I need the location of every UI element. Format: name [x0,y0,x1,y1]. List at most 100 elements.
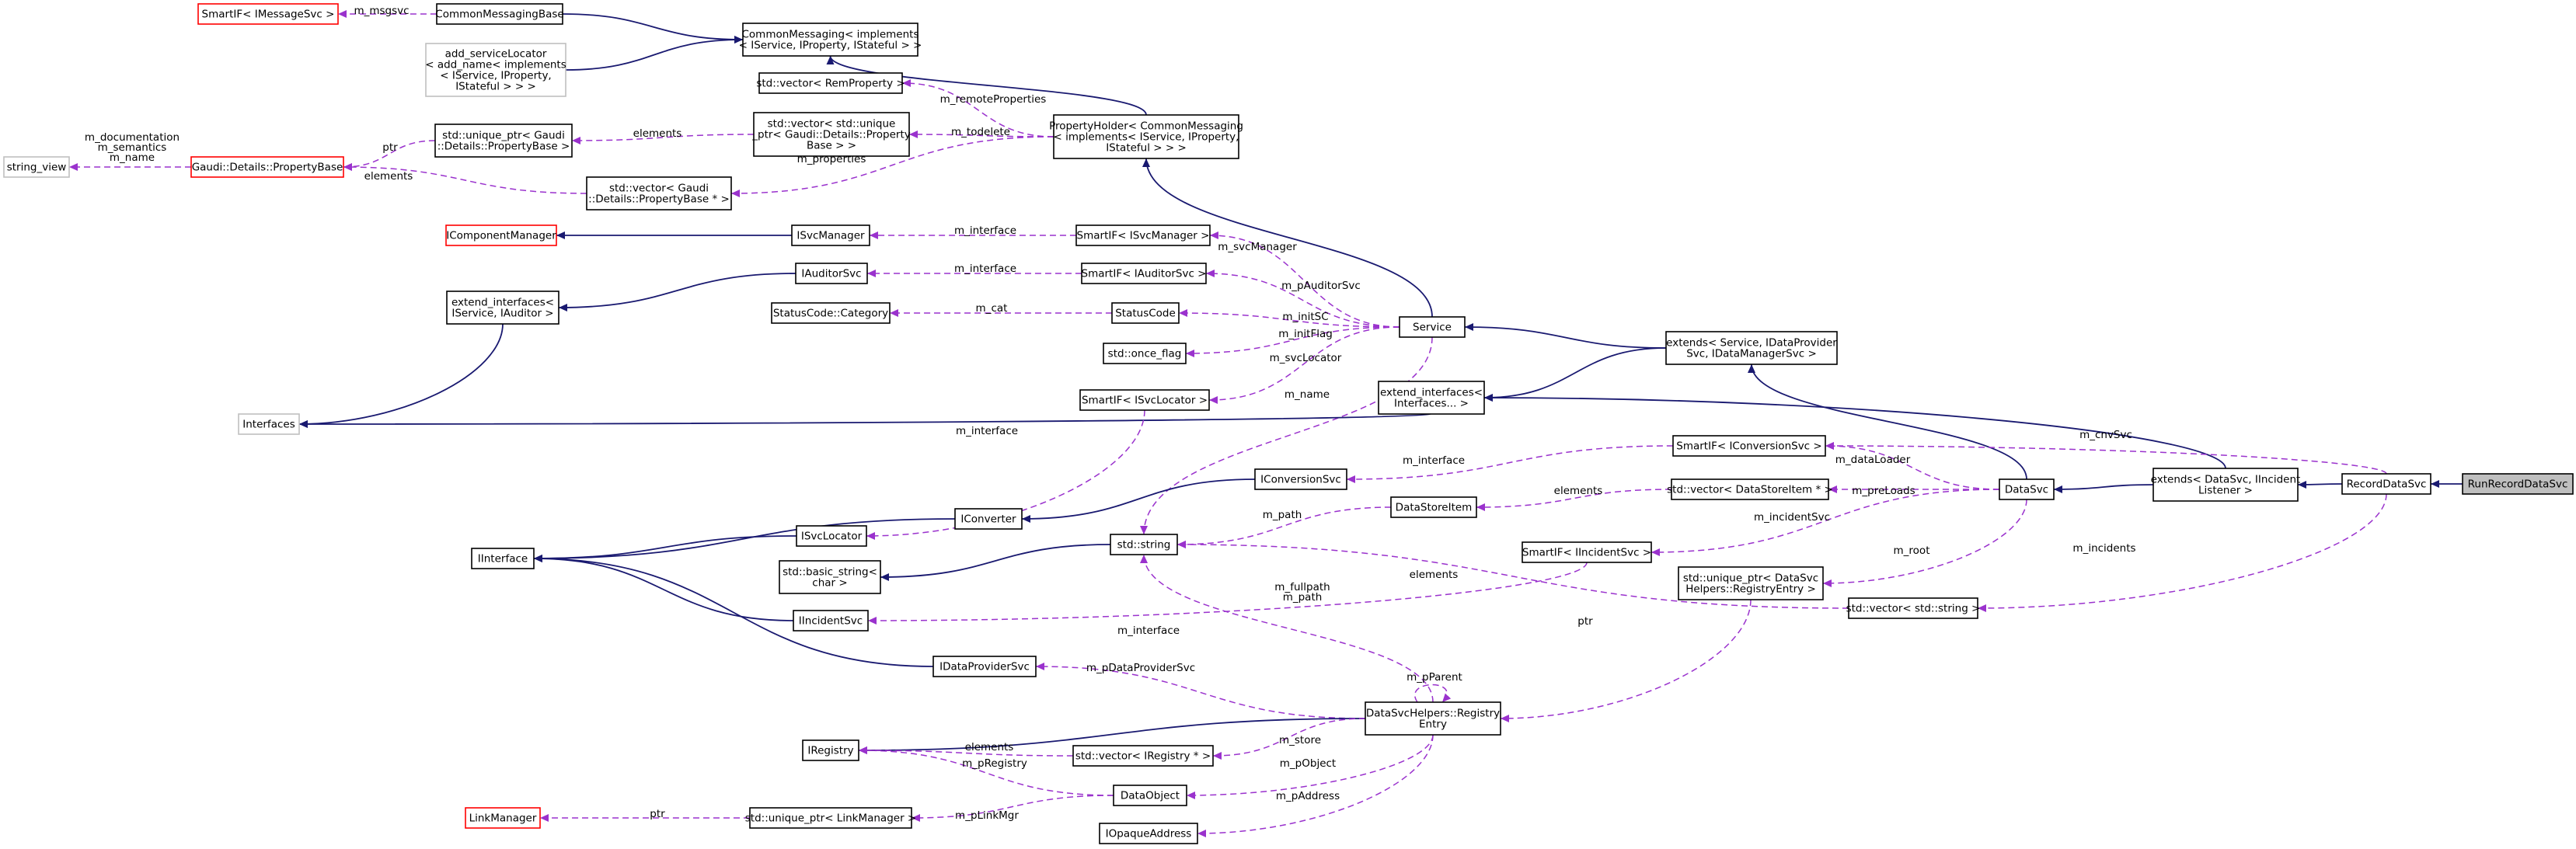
edge-label-line: m_interface [956,425,1018,437]
edge-label-m-interface-inc: m_interface [1117,625,1180,637]
class-node-smartif-imsg[interactable]: SmartIF< IMessageSvc > [197,3,339,25]
class-node-std-string[interactable]: std::string [1110,534,1178,555]
class-node-label: IAuditorSvc [801,268,861,280]
class-node-dataobject[interactable]: DataObject [1113,785,1187,806]
class-node-recorddatasvc[interactable]: RecordDataSvc [2341,473,2431,495]
class-node-interfaces[interactable]: Interfaces [238,413,300,435]
class-node-label: ISvcLocator [801,531,863,543]
class-node-label: std::vector< Gaudi [609,183,709,195]
class-node-vec-pb-ptr[interactable]: std::vector< Gaudi::Details::PropertyBas… [586,176,732,211]
class-node-registryentry[interactable]: DataSvcHelpers::RegistryEntry [1365,701,1501,736]
usage-edge-smartif_isvclocator-to-isvclocator [866,409,1145,540]
usage-edge-propertyholder-to-vec_remproperty [901,79,1054,137]
class-node-label: char > [812,577,847,590]
class-node-box [742,23,919,57]
class-node-statuscode[interactable]: StatusCode [1111,302,1180,324]
class-node-vec-remproperty[interactable]: std::vector< RemProperty > [756,72,905,94]
usage-edge-registryentry-to-vec_iregistry [1212,718,1366,760]
class-node-label: SmartIF< ISvcManager > [1077,230,1210,242]
edge-label-line: m_remoteProperties [940,93,1047,106]
class-node-icomponentmanager[interactable]: IComponentManager [445,224,557,246]
class-node-smartif-iconversionsvc[interactable]: SmartIF< IConversionSvc > [1672,435,1826,457]
usage-edge-smartif_iconversionsvc-to-iconversionsvc [1346,445,1674,483]
edge-label-line: m_pDataProviderSvc [1086,662,1195,674]
class-node-statuscode-category[interactable]: StatusCode::Category [771,302,891,324]
class-node-basic-string[interactable]: std::basic_string<char > [779,560,881,594]
edge-label-elements-vs: elements [1410,569,1459,581]
class-node-iinterface[interactable]: IInterface [471,548,535,569]
class-node-vec-string[interactable]: std::vector< std::string > [1846,597,1981,619]
usage-edge-service-to-smartif_iauditorsvc [1205,270,1400,328]
class-node-string-view[interactable]: string_view [3,156,70,178]
class-node-extends-service[interactable]: extends< Service, IDataProviderSvc, IDat… [1665,331,1838,365]
class-node-datasvc[interactable]: DataSvc [1999,478,2055,500]
usage-edge-uniqueptr_registryentry-to-registryentry [1500,599,1752,722]
class-node-iconverter[interactable]: IConverter [954,508,1023,530]
edge-label-line: m_pParent [1407,671,1462,684]
class-node-vec-uniqueptr-pb[interactable]: std::vector< std::unique_ptr< Gaudi::Det… [751,112,911,157]
class-node-label: std::unique_ptr< LinkManager > [745,812,916,825]
class-node-isvclocator[interactable]: ISvcLocator [796,525,867,547]
class-node-box [445,224,557,246]
usage-edge-service-to-smartif_isvclocator [1208,326,1400,404]
class-node-idataprovidersvc[interactable]: IDataProviderSvc [932,656,1037,677]
class-node-label: IConversionSvc [1260,474,1341,486]
class-node-label: IOpaqueAddress [1106,828,1192,840]
usage-edge-registryentry-to-registryentry [1414,684,1452,703]
class-node-box [1111,302,1180,324]
class-node-uniqueptr-linkmanager[interactable]: std::unique_ptr< LinkManager > [745,807,916,829]
class-node-uniqueptr-pb[interactable]: std::unique_ptr< Gaudi::Details::Propert… [434,124,573,158]
edge-label-line: m_cnvSvc [2079,429,2132,441]
class-node-runrecorddatasvc[interactable]: RunRecordDataSvc [2462,473,2574,495]
edge-label-line: m_pRegistry [962,757,1027,770]
class-node-uniqueptr-registryentry[interactable]: std::unique_ptr< DataSvcHelpers::Registr… [1678,566,1824,600]
class-node-iconversionsvc[interactable]: IConversionSvc [1254,468,1347,490]
class-node-extend-interfaces-dots[interactable]: extend_interfaces<Interfaces... > [1378,381,1485,415]
class-node-smartif-isvclocator[interactable]: SmartIF< ISvcLocator > [1079,389,1210,411]
class-node-smartif-iincidentsvc[interactable]: SmartIF< IIncidentSvc > [1522,541,1652,563]
edge-label-line: m_preLoads [1852,485,1915,497]
usage-edge-datastoreitem-to-std_string [1176,506,1392,548]
class-node-label: IConverter [960,513,1016,526]
class-node-box [932,656,1037,677]
edge-label-line: m_cat [976,302,1008,315]
class-node-smartif-isvcmanager[interactable]: SmartIF< ISvcManager > [1075,224,1211,246]
class-node-commonmessagingbase[interactable]: CommonMessagingBase [435,3,564,25]
class-node-label: Interfaces... > [1394,398,1469,410]
class-node-once-flag[interactable]: std::once_flag [1103,343,1187,364]
class-node-linkmanager[interactable]: LinkManager [465,807,541,829]
class-node-label: std::vector< IRegistry * > [1075,750,1211,763]
class-node-box [436,3,563,25]
class-node-iopaqueaddress[interactable]: IOpaqueAddress [1099,823,1198,844]
edge-label-line: m_pLinkMgr [955,809,1019,822]
class-node-smartif-iauditorsvc[interactable]: SmartIF< IAuditorSvc > [1081,263,1207,284]
class-node-label: string_view [7,162,67,174]
class-node-propertyholder[interactable]: PropertyHolder< CommonMessaging< impleme… [1049,114,1243,159]
class-node-service[interactable]: Service [1399,316,1466,338]
inheritance-edge-iincidentsvc-to-iinterface [533,555,794,621]
class-node-datastoreitem[interactable]: DataStoreItem [1390,496,1477,518]
inheritance-edge-extend_interfaces_auditor-to-interfaces [298,323,504,428]
usage-edge-dataobject-to-uniqueptr_linkmanager [911,795,1114,822]
edge-label-m-dataloader: m_dataLoader [1835,454,1911,466]
class-node-commonmessaging[interactable]: CommonMessaging< implements< IService, I… [739,23,922,57]
class-node-add-serviceLocator[interactable]: add_serviceLocator< add_name< implements… [425,43,566,97]
class-node-vec-iregistry[interactable]: std::vector< IRegistry * > [1072,745,1214,767]
class-node-iincidentsvc[interactable]: IIncidentSvc [793,610,869,632]
class-node-vec-datastoreitem[interactable]: std::vector< DataStoreItem * > [1667,478,1833,500]
class-node-label: SmartIF< ISvcLocator > [1082,395,1208,407]
edge-label-m-path-dsi: m_path [1263,509,1302,521]
class-node-box [793,610,869,632]
class-node-propertybase[interactable]: Gaudi::Details::PropertyBase [190,156,344,178]
class-node-iauditorsvc[interactable]: IAuditorSvc [795,263,868,284]
class-node-iregistry[interactable]: IRegistry [802,739,859,761]
class-node-isvcmanager[interactable]: ISvcManager [791,224,870,246]
class-node-extend-interfaces-auditor[interactable]: extend_interfaces<IService, IAuditor > [446,291,559,325]
inheritance-edge-extends_datasvc-to-datasvc [2053,484,2154,493]
edge-label-line: m_pAddress [1276,790,1340,802]
class-node-label: DataStoreItem [1396,502,1473,514]
class-node-label: PropertyHolder< CommonMessaging [1049,120,1243,133]
usage-edge-smartif_iincidentsvc-to-iincidentsvc [867,562,1588,625]
class-node-box [771,302,891,324]
